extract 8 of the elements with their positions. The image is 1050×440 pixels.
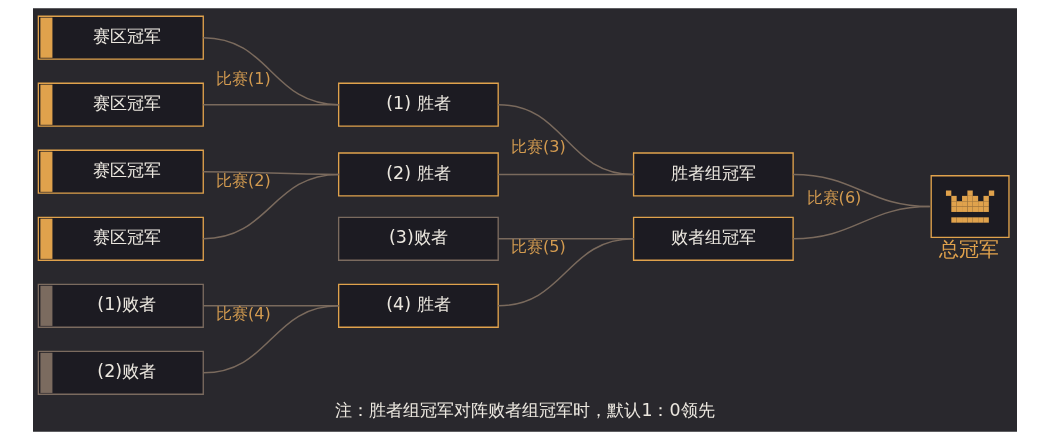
caption: 注：胜者组冠军对阵败者组冠军时，默认1：0领先 <box>335 400 715 421</box>
edge-label: 比赛(4) <box>216 303 271 323</box>
node-label: 总冠军 <box>939 237 1000 262</box>
edge-label: 比赛(5) <box>511 236 566 256</box>
edge-label: 比赛(6) <box>806 188 862 208</box>
edge-label: 比赛(1) <box>216 69 271 89</box>
edge-label: 比赛(3) <box>511 137 566 157</box>
edge-label: 比赛(2) <box>216 170 271 190</box>
